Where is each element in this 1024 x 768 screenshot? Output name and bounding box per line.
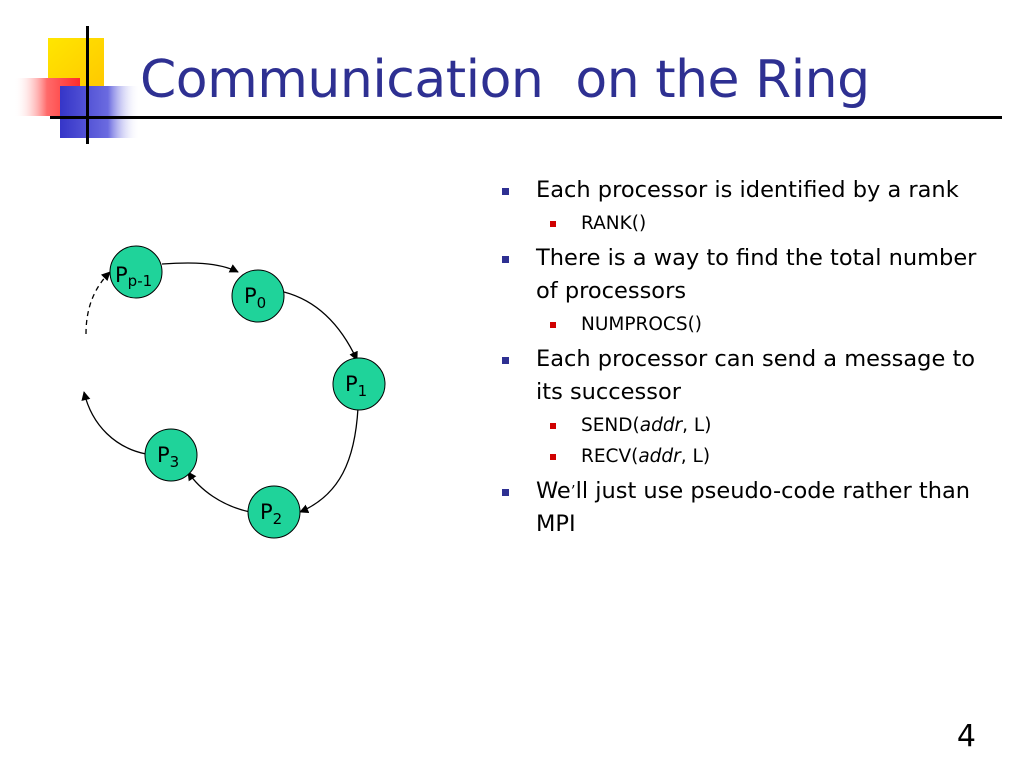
title-underline xyxy=(50,116,1002,119)
bullet-send: Each processor can send a message to its… xyxy=(495,343,1005,409)
sub-bullet-recv-fn: RECV(addr, L) xyxy=(495,443,1005,471)
svg-text:P0: P0 xyxy=(244,284,266,312)
bullet-pseudocode: We’ll just use pseudo-code rather than M… xyxy=(495,475,1005,541)
sub-bullet-rank-fn: RANK() xyxy=(495,210,1005,238)
page-number: 4 xyxy=(956,719,976,754)
sub-bullet-send-fn: SEND(addr, L) xyxy=(495,412,1005,440)
node-label-sub: 0 xyxy=(257,294,267,312)
pseudo-pre: We xyxy=(536,478,571,504)
node-pp-1: Pp-1 xyxy=(109,245,163,299)
svg-text:P1: P1 xyxy=(345,372,367,400)
ring-diagram: Pp-1 P0 P1 P2 P3 xyxy=(81,245,386,539)
recv-arg: addr xyxy=(638,446,681,467)
send-arg: addr xyxy=(639,415,683,436)
node-label-sub: 2 xyxy=(273,510,283,528)
node-label-sub: 3 xyxy=(170,453,180,471)
sub-bullet-numprocs-fn: NUMPROCS() xyxy=(495,311,1005,339)
bullet-rank: Each processor is identified by a rank xyxy=(495,174,1005,207)
svg-text:P2: P2 xyxy=(260,500,282,528)
node-label-base: P xyxy=(157,443,170,467)
edge-p1-p2 xyxy=(299,407,359,513)
node-p3: P3 xyxy=(144,428,198,482)
node-label-sub: p-1 xyxy=(128,272,152,290)
send-pre: SEND( xyxy=(581,415,640,436)
recv-post: , L) xyxy=(680,446,711,467)
edge-pp1-p0 xyxy=(161,262,239,273)
pseudo-post: ll just use pseudo-code rather than MPI xyxy=(536,478,971,537)
svg-text:Pp-1: Pp-1 xyxy=(115,263,152,290)
edge-dashed-pp1 xyxy=(85,271,111,335)
node-p1: P1 xyxy=(332,357,386,411)
recv-pre: RECV( xyxy=(581,446,639,467)
decorative-logo xyxy=(14,26,140,144)
edge-p2-p3 xyxy=(187,471,251,513)
pseudo-apostrophe: ’ xyxy=(570,482,576,500)
edge-p0-p1 xyxy=(283,291,358,361)
node-label-base: P xyxy=(260,500,273,524)
node-label-sub: 1 xyxy=(358,382,368,400)
node-p0: P0 xyxy=(231,269,285,323)
edge-p3-open xyxy=(81,391,147,455)
svg-text:P3: P3 xyxy=(157,443,179,471)
node-label-base: P xyxy=(244,284,257,308)
node-p2: P2 xyxy=(247,485,301,539)
slide-title: Communication on the Ring xyxy=(140,50,870,110)
bullet-numprocs: There is a way to find the total number … xyxy=(495,242,1005,308)
bullet-list: Each processor is identified by a rank R… xyxy=(495,170,1005,541)
send-post: , L) xyxy=(682,415,712,436)
node-label-base: P xyxy=(115,263,128,287)
node-label-base: P xyxy=(345,372,358,396)
